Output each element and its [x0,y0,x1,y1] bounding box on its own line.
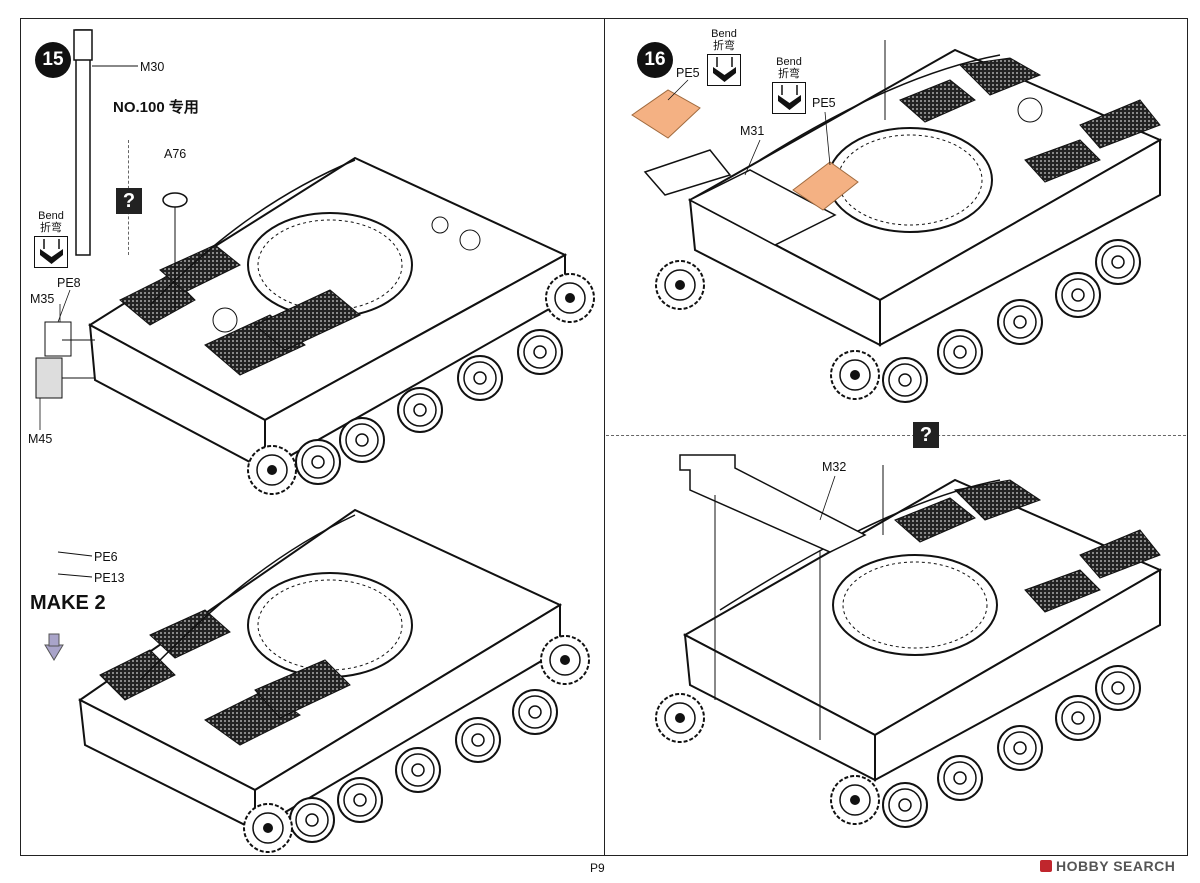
leader-lines [39,79,836,521]
part-label-pe6: PE6 [94,550,118,564]
bend-label-zh: 折弯 [778,68,800,80]
bend-arrow-icon [707,54,741,86]
bend-indicator-step16-right: Bend 折弯 [769,56,809,114]
query-marker-step16: ? [913,422,939,448]
hull-step15-top [35,29,595,495]
column-divider [604,18,605,856]
watermark: HOBBY SEARCH [1040,858,1175,874]
watermark-text: HOBBY SEARCH [1056,858,1176,874]
part-label-m35: M35 [30,292,55,306]
part-label-m32: M32 [822,460,847,474]
part-label-pe5-right: PE5 [812,96,836,110]
hull-step15-bottom [44,508,590,853]
hull-step16-bottom [655,454,1163,828]
bend-indicator-step15: Bend 折弯 [31,210,71,268]
watermark-logo-icon [1040,860,1052,872]
part-label-m30: M30 [140,60,165,74]
bend-arrow-icon [34,236,68,268]
page-number: P9 [590,861,605,875]
bend-label-zh: 折弯 [713,40,735,52]
hull-step16-top [631,40,1163,403]
bend-label-en: Bend [776,56,802,68]
part-label-pe8: PE8 [57,276,81,290]
bend-label-en: Bend [38,210,64,222]
section-divider-dashed [606,435,1186,436]
bend-label-zh: 折弯 [40,222,62,234]
bend-label-en: Bend [711,28,737,40]
part-label-pe5-left: PE5 [676,66,700,80]
query-marker-step15: ? [116,188,142,214]
part-label-m31: M31 [740,124,765,138]
step-badge-16: 16 [637,42,673,78]
part-label-m45: M45 [28,432,53,446]
bend-arrow-icon [772,82,806,114]
variant-note: NO.100 专用 [113,99,199,116]
part-label-a76: A76 [164,147,187,161]
part-label-pe13: PE13 [94,571,125,585]
make-quantity-note: MAKE 2 [30,592,106,614]
step-badge-15: 15 [35,42,71,78]
bend-indicator-step16-left: Bend 折弯 [704,28,744,86]
